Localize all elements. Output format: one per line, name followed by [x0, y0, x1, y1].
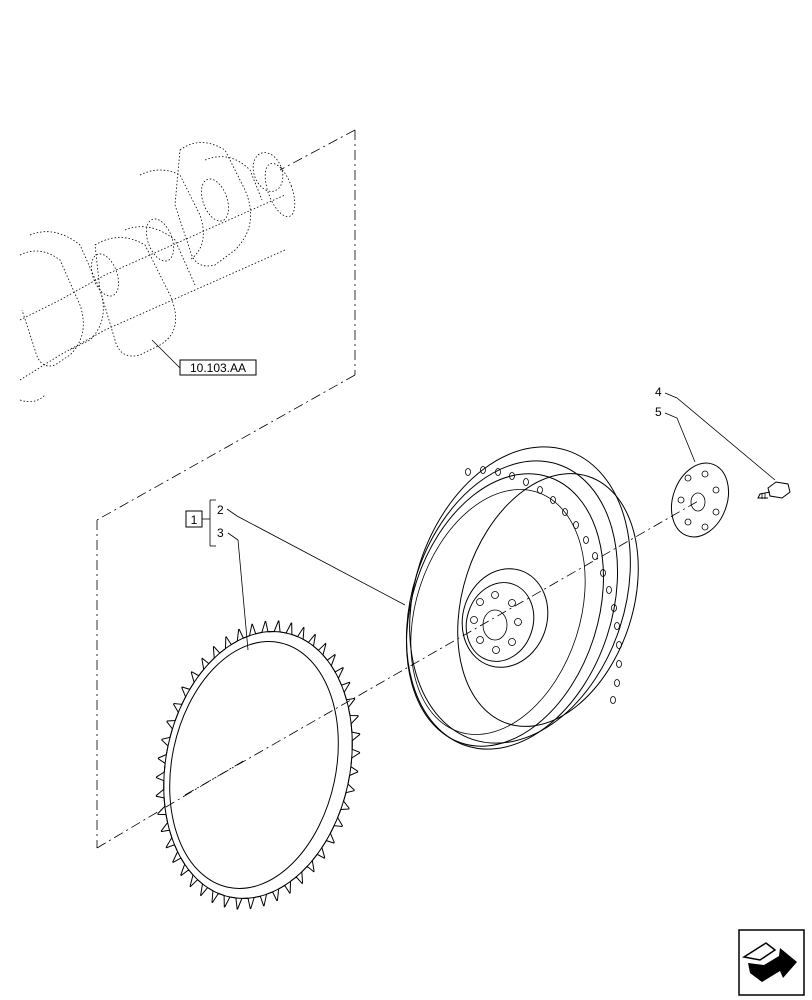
crankshaft-ref-label[interactable]: 10.103.AA — [190, 361, 246, 375]
retaining-plate-drawing — [670, 462, 730, 538]
next-page-arrow-icon[interactable] — [738, 929, 805, 996]
ring-gear-teeth — [155, 620, 361, 910]
crankshaft-drawing — [19, 142, 296, 403]
flywheel-hub-holes — [470, 591, 522, 654]
item-4-label[interactable]: 4 — [655, 385, 662, 399]
crankshaft-ref-callout: 10.103.AA — [151, 339, 257, 376]
ring-gear-tooth-profile — [155, 620, 361, 910]
flywheel-rim-holes — [465, 466, 622, 704]
group-number-label[interactable]: 1 — [191, 513, 198, 527]
group-callout: 1 2 3 — [185, 499, 406, 651]
item-5-label[interactable]: 5 — [655, 405, 662, 419]
ring-gear-drawing — [155, 620, 361, 910]
item-2-label[interactable]: 2 — [217, 503, 224, 517]
bolt-drawing — [757, 481, 791, 499]
flywheel-drawing — [405, 446, 639, 750]
item-3-label[interactable]: 3 — [217, 526, 224, 540]
hardware-callouts: 4 5 — [655, 385, 776, 481]
